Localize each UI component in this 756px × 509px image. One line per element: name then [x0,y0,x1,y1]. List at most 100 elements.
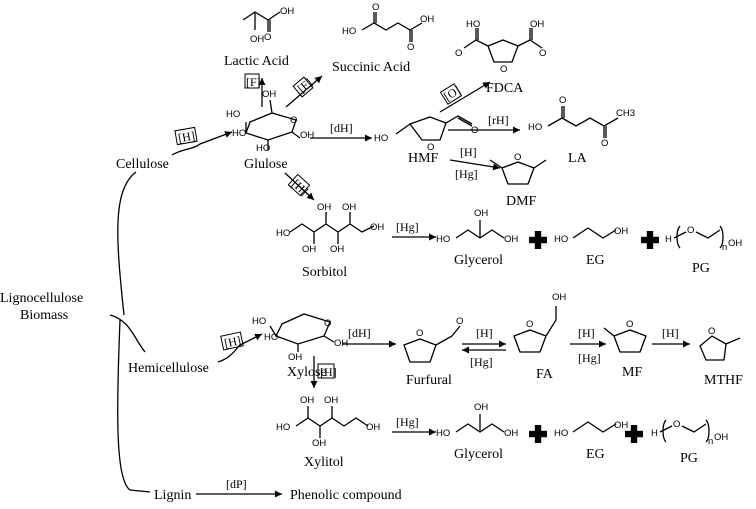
sorbitol-label: Sorbitol [302,265,347,280]
dmf-label: DMF [506,194,537,209]
svg-text:OH: OH [302,244,316,255]
svg-text:O: O [427,142,434,153]
svg-text:CH3: CH3 [616,108,635,119]
label-fa-mf: [H] [578,326,595,340]
mthf-structure: O [699,326,741,361]
glycerol-1-structure: HO OH OH [436,208,518,245]
label-glu-hmf: [dH] [330,121,353,135]
dmf-structure: O [489,152,547,185]
eg-2-label: EG [586,447,605,462]
svg-text:OH: OH [504,428,518,439]
glucose-structure: O OH HO HO HO OH [226,89,314,154]
svg-text:O: O [514,152,521,163]
svg-text:HO: HO [554,234,568,245]
svg-text:OH: OH [300,130,314,141]
la-label: LA [568,151,588,166]
svg-text:HO: HO [342,26,356,37]
svg-text:n: n [708,436,713,447]
svg-text:H: H [651,428,658,439]
label-hemi-hydrolysis: [H] [223,333,242,350]
svg-text:O: O [324,318,331,329]
sorbitol-structure: HO OH OH OH OH OH [276,202,384,255]
glycerol-1-label: Glycerol [454,253,503,268]
svg-text:OH: OH [288,352,302,363]
svg-text:O: O [372,2,379,13]
furfural-label: Furfural [406,373,452,388]
svg-text:OH: OH [552,292,566,303]
svg-text:OH: OH [728,238,742,249]
branch-to-hemicellulose [109,314,146,353]
arrow-hemicellulose-xylose [217,333,263,363]
la-structure: HO O O CH3 [528,95,635,149]
xylitol-structure: HO OH OH OH OH [276,395,380,449]
pg-1-label: PG [692,261,710,276]
svg-text:O: O [416,328,423,339]
arrow-hmf-dmf [449,159,501,171]
glycerol-2-label: Glycerol [454,447,503,462]
svg-text:Lignocellulose: Lignocellulose [0,291,83,306]
fa-structure: O OH [513,292,566,353]
label-furfural-fa-2: [Hg] [470,355,493,369]
lignin-label: Lignin [154,488,191,503]
svg-text:O: O [687,225,694,236]
svg-text:HO: HO [226,109,240,120]
svg-text:O: O [456,316,463,327]
svg-text:OH: OH [714,432,728,443]
eg-2-structure: HO OH [554,420,628,439]
svg-text:OH: OH [420,14,434,25]
svg-text:OH: OH [312,438,326,449]
hemicellulose-label: Hemicellulose [128,361,209,376]
cellulose-label: Cellulose [116,157,169,172]
svg-text:OH: OH [330,244,344,255]
svg-text:OH: OH [334,338,348,349]
pg-1-structure: H O n OH [665,225,742,253]
lactic-acid-label: Lactic Acid [224,54,289,69]
svg-text:OH: OH [342,202,356,213]
svg-text:HO: HO [436,428,450,439]
branch-to-cellulose [117,171,137,316]
svg-text:O: O [559,95,566,106]
svg-text:O: O [708,326,715,337]
label-hmf-dmf-2: [Hg] [455,167,478,181]
label-glu-lactic: [F] [246,75,261,89]
label-mf-mthf: [H] [662,326,679,340]
label-hmf-la: [rH] [488,113,509,127]
svg-text:OH: OH [474,208,488,219]
biomass-label: Lignocellulose Biomass [0,291,83,323]
svg-text:O: O [673,419,680,430]
arrow-glucose-succinic [285,75,323,108]
svg-text:O: O [526,319,533,330]
plus-icon [641,231,659,249]
svg-text:OH: OH [300,395,314,406]
svg-text:HO: HO [276,422,290,433]
svg-text:O: O [539,48,546,59]
svg-text:HO: HO [466,19,480,30]
label-glu-succinic: [F] [295,75,315,95]
svg-text:O: O [264,32,271,43]
glucose-label: Glulose [244,157,288,172]
lactic-acid-structure: OH O OH [242,6,294,45]
svg-text:OH: OH [370,222,384,233]
svg-text:HO: HO [232,128,246,139]
label-xylose-furfural: [dH] [348,326,371,340]
label-cel-hydrolysis: [H] [177,129,196,146]
xylose-label: Xylose [287,365,327,380]
svg-text:HO: HO [528,122,542,133]
mf-label: MF [622,365,642,380]
fa-label: FA [536,367,554,382]
label-hmf-dmf-1: [H] [460,145,477,159]
arrow-cellulose-glucose [171,131,233,156]
label-xylitol-products: [Hg] [396,415,419,429]
mf-structure: O [603,319,647,353]
svg-text:HO: HO [374,133,388,144]
eg-1-structure: HO OH [554,226,628,245]
label-fa-mf-2: [Hg] [578,351,601,365]
xylose-structure: O HO HO OH OH [252,313,348,363]
label-xylose-xylitol: [H] [320,365,337,379]
svg-text:OH: OH [280,6,294,17]
arrow-hmf-fdca [439,81,491,113]
svg-text:O: O [455,48,462,59]
svg-text:HO: HO [436,234,450,245]
succinic-acid-structure: HO O O OH [342,2,434,53]
